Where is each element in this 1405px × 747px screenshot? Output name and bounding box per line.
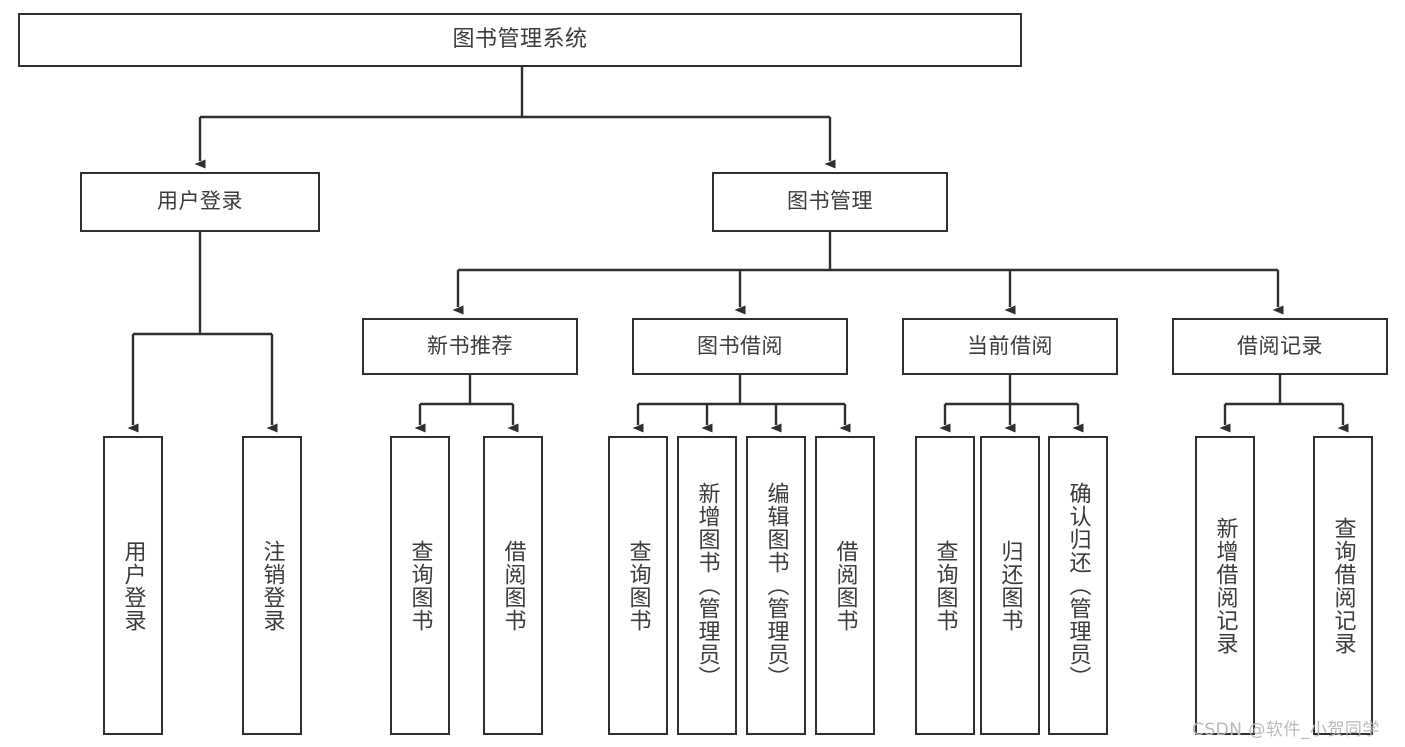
leaf-return-book[interactable]: 归还图书 <box>980 436 1040 735</box>
node-label: 图书管理 <box>787 189 873 214</box>
node-label: 查询图书 <box>932 539 958 632</box>
node-label: 借阅记录 <box>1237 333 1323 358</box>
node-new-book-recommend[interactable]: 新书推荐 <box>362 318 578 375</box>
leaf-add-borrow-record[interactable]: 新增借阅记录 <box>1195 436 1255 735</box>
leaf-borrow-book-new-recommend[interactable]: 借阅图书 <box>483 436 543 735</box>
node-label: 图书借阅 <box>697 333 783 358</box>
node-label: 确认归还（管理员） <box>1065 482 1091 689</box>
node-label: 图书管理系统 <box>452 26 588 52</box>
node-root-book-management-system[interactable]: 图书管理系统 <box>18 13 1022 67</box>
leaf-add-book-admin[interactable]: 新增图书（管理员） <box>677 436 737 735</box>
node-label: 借阅图书 <box>500 539 526 632</box>
node-borrow-record[interactable]: 借阅记录 <box>1172 318 1388 375</box>
node-label: 新增图书（管理员） <box>694 482 720 689</box>
leaf-logout[interactable]: 注销登录 <box>242 436 302 735</box>
leaf-borrow-book[interactable]: 借阅图书 <box>815 436 875 735</box>
node-label: 借阅图书 <box>832 539 858 632</box>
leaf-confirm-return-admin[interactable]: 确认归还（管理员） <box>1048 436 1108 735</box>
node-book-borrow[interactable]: 图书借阅 <box>632 318 848 375</box>
node-label: 归还图书 <box>997 539 1023 632</box>
leaf-query-book-current[interactable]: 查询图书 <box>915 436 975 735</box>
leaf-query-book-new-recommend[interactable]: 查询图书 <box>390 436 450 735</box>
node-label: 用户登录 <box>120 539 146 632</box>
node-label: 查询图书 <box>625 539 651 632</box>
node-label: 查询借阅记录 <box>1330 516 1356 655</box>
leaf-query-borrow-record[interactable]: 查询借阅记录 <box>1313 436 1373 735</box>
leaf-edit-book-admin[interactable]: 编辑图书（管理员） <box>746 436 806 735</box>
leaf-user-login[interactable]: 用户登录 <box>103 436 163 735</box>
node-label: 用户登录 <box>157 189 243 214</box>
node-label: 注销登录 <box>259 539 285 632</box>
node-book-manage[interactable]: 图书管理 <box>712 172 948 232</box>
leaf-query-book-borrow[interactable]: 查询图书 <box>608 436 668 735</box>
node-label: 当前借阅 <box>967 333 1053 358</box>
node-user-login[interactable]: 用户登录 <box>80 172 320 232</box>
node-label: 新书推荐 <box>427 333 513 358</box>
node-label: 编辑图书（管理员） <box>763 482 789 689</box>
node-current-borrow[interactable]: 当前借阅 <box>902 318 1118 375</box>
csdn-watermark: CSDN @软件_小贺同学 <box>1192 720 1380 740</box>
node-label: 新增借阅记录 <box>1212 516 1238 655</box>
node-label: 查询图书 <box>407 539 433 632</box>
